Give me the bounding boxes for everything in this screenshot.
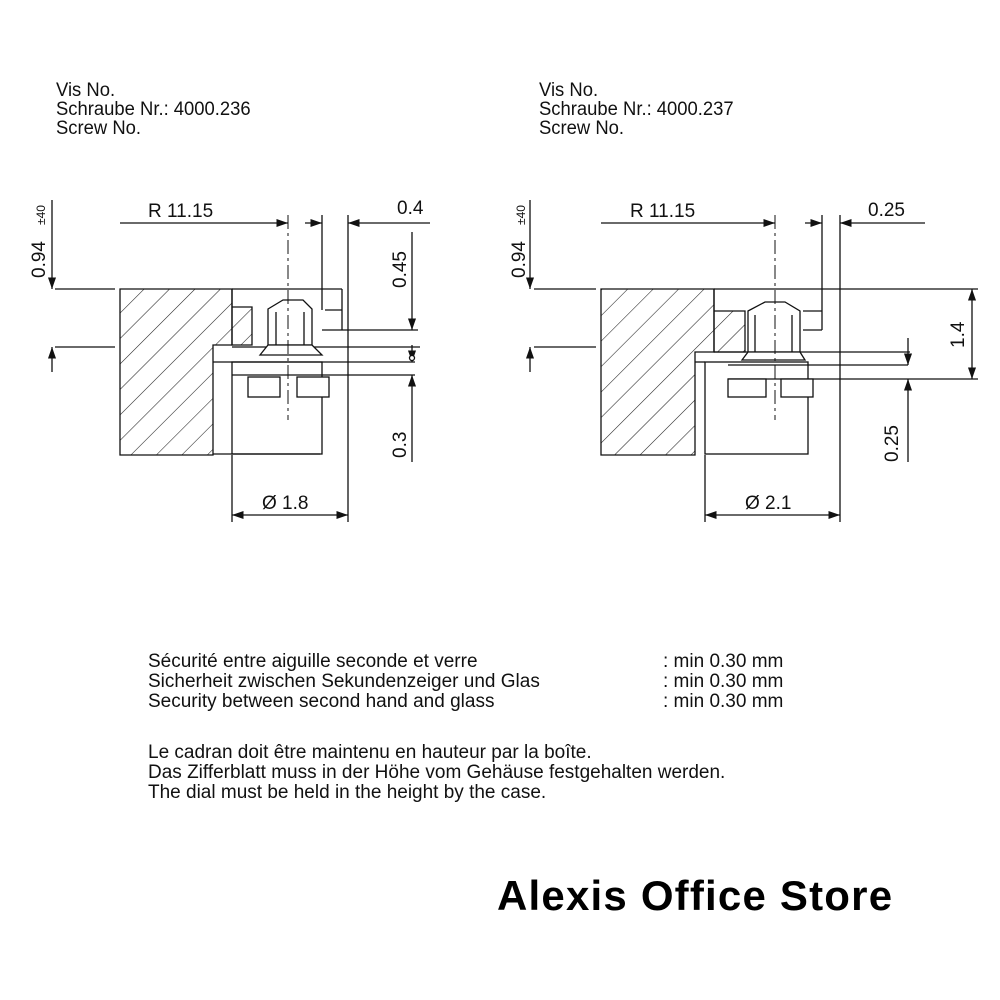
left-vis-label: Vis No. (56, 80, 116, 101)
right-case-hatch (600, 288, 715, 456)
left-v03-label: 0.3 (390, 432, 411, 458)
dial-note-fr: Le cadran doit être maintenu en hauteur … (148, 742, 592, 763)
left-screw-body (267, 299, 313, 346)
security-value-en: : min 0.30 mm (663, 691, 784, 712)
right-diameter-label: Ø 2.1 (745, 493, 791, 514)
security-de: Sicherheit zwischen Sekundenzeiger und G… (148, 671, 540, 692)
left-gap-top-label: 0.4 (397, 198, 424, 219)
security-values: : min 0.30 mm : min 0.30 mm : min 0.30 m… (663, 652, 783, 712)
dial-note-de: Das Zifferblatt muss in der Höhe vom Geh… (148, 762, 726, 783)
security-notes: Sécurité entre aiguille seconde et verre… (148, 652, 540, 712)
right-tolerance-label: ±40 (514, 205, 528, 225)
security-en: Security between second hand and glass (148, 691, 495, 712)
right-screw-section (525, 200, 978, 522)
store-watermark: Alexis Office Store (497, 872, 894, 919)
left-height-label: 0.94 (29, 241, 50, 278)
left-v045-label: 0.45 (390, 251, 411, 288)
left-screw-header: Vis No. Schraube Nr.: 4000.236 Screw No. (56, 81, 251, 138)
security-fr: Sécurité entre aiguille seconde et verre (148, 651, 478, 672)
right-radius-label: R 11.15 (630, 201, 695, 222)
dial-note-en: The dial must be held in the height by t… (148, 782, 547, 803)
right-schraube-label: Schraube Nr.: 4000.237 (539, 99, 734, 120)
left-screw-label: Screw No. (56, 118, 142, 139)
security-value-fr: : min 0.30 mm (663, 651, 784, 672)
right-v025-label: 0.25 (882, 425, 903, 462)
right-v14-label: 1.4 (948, 321, 969, 348)
left-tolerance-label: ±40 (34, 205, 48, 225)
right-gap-top-label: 0.25 (868, 200, 905, 221)
dial-note: Le cadran doit être maintenu en hauteur … (148, 743, 725, 803)
left-radius-label: R 11.15 (148, 201, 213, 222)
right-height-label: 0.94 (509, 241, 530, 278)
left-schraube-label: Schraube Nr.: 4000.236 (56, 99, 251, 120)
security-value-de: : min 0.30 mm (663, 671, 784, 692)
left-screw-section (47, 200, 430, 522)
left-diameter-label: Ø 1.8 (262, 493, 308, 514)
left-case-hatch (119, 288, 233, 456)
right-screw-label: Screw No. (539, 118, 625, 139)
right-screw-header: Vis No. Schraube Nr.: 4000.237 Screw No. (539, 81, 734, 138)
right-vis-label: Vis No. (539, 80, 599, 101)
